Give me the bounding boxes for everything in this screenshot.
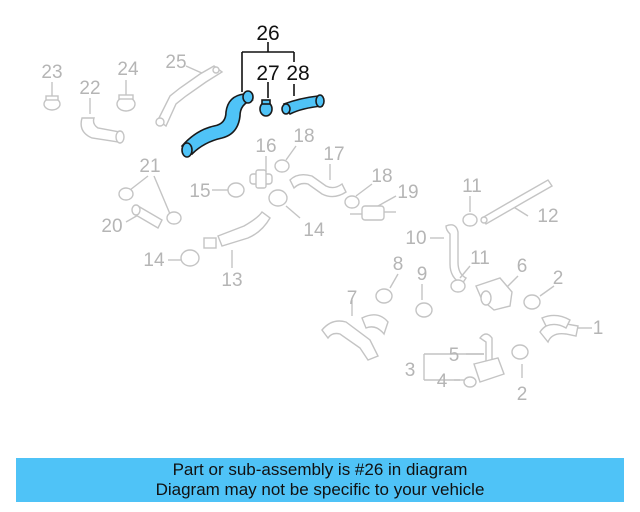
- callout-16: 16: [255, 136, 276, 157]
- callout-22: 22: [79, 78, 100, 99]
- part-1-hose: [539, 314, 592, 344]
- callout-12: 12: [537, 206, 558, 227]
- part-8-clamp: [375, 273, 399, 304]
- callout-27: 27: [256, 62, 279, 85]
- part-28-hose-highlighted: [281, 94, 325, 116]
- callout-2-lower: 2: [517, 384, 528, 405]
- callout-28: 28: [286, 62, 309, 85]
- callout-6: 6: [517, 256, 528, 277]
- part-2-clamp-lower: [511, 344, 529, 378]
- callout-18-upper: 18: [293, 126, 314, 147]
- part-16-sensor: [249, 156, 273, 189]
- part-22-hose: [80, 98, 125, 144]
- callout-19: 19: [397, 182, 418, 203]
- callout-7: 7: [347, 288, 358, 309]
- part-3-assembly: [423, 333, 505, 388]
- banner-line-1: Part or sub-assembly is #26 in diagram: [172, 460, 468, 479]
- part-6-housing: [475, 275, 519, 311]
- part-11-clamp-lower: [450, 265, 471, 293]
- part-10-hose: [430, 224, 468, 285]
- part-26-hose-highlighted: [180, 90, 254, 158]
- callout-9: 9: [417, 264, 428, 285]
- part-25-pipe: [155, 65, 224, 128]
- part-23-clamp: [43, 82, 61, 111]
- callout-4: 4: [437, 371, 448, 392]
- callout-14-upper: 14: [303, 220, 325, 241]
- callout-11-upper: 11: [462, 176, 482, 197]
- part-27-clamp-highlighted: [259, 99, 273, 117]
- callout-24: 24: [117, 59, 139, 80]
- part-14-clamp-upper: [268, 189, 301, 219]
- part-13-hose: [203, 210, 271, 268]
- part-9-clamp: [415, 284, 433, 318]
- disclaimer-banner: Part or sub-assembly is #26 in diagram D…: [16, 458, 624, 502]
- callout-20: 20: [101, 216, 122, 237]
- callout-10: 10: [405, 228, 426, 249]
- callout-5: 5: [449, 345, 460, 366]
- callout-1: 1: [593, 318, 604, 339]
- callout-11-lower: 11: [470, 248, 490, 269]
- part-15-clamp: [212, 182, 245, 198]
- callout-25: 25: [165, 52, 186, 73]
- part-18-clamp-upper: [274, 145, 297, 173]
- callout-14-lower: 14: [143, 250, 165, 271]
- part-12-pipe: [480, 179, 553, 225]
- callout-26: 26: [256, 22, 279, 45]
- callout-13: 13: [221, 270, 242, 291]
- banner-line-2: Diagram may not be specific to your vehi…: [155, 480, 485, 499]
- callout-26-bracket: [241, 42, 295, 98]
- part-24-clamp: [116, 80, 136, 112]
- part-18-clamp-lower: [344, 183, 373, 209]
- part-20-hose: [125, 204, 163, 229]
- callout-2-upper: 2: [553, 268, 564, 289]
- part-7-hose: [321, 300, 389, 361]
- callout-17: 17: [323, 144, 344, 165]
- parts-diagram: 23 24 25 22 26 27 28 16 18 17 21 15 18 1…: [41, 22, 604, 405]
- callout-8: 8: [393, 254, 404, 275]
- part-2-clamp-upper: [523, 285, 555, 310]
- callout-15: 15: [189, 181, 210, 202]
- part-11-clamp-upper: [462, 196, 478, 227]
- part-17-hose: [289, 164, 347, 198]
- part-19-valve: [350, 195, 397, 221]
- callout-3: 3: [405, 360, 416, 381]
- callout-23: 23: [41, 62, 62, 83]
- part-21-clamps: [118, 175, 182, 225]
- part-14-clamp-lower: [168, 249, 200, 267]
- callout-21: 21: [139, 156, 160, 177]
- callout-18-lower: 18: [371, 166, 392, 187]
